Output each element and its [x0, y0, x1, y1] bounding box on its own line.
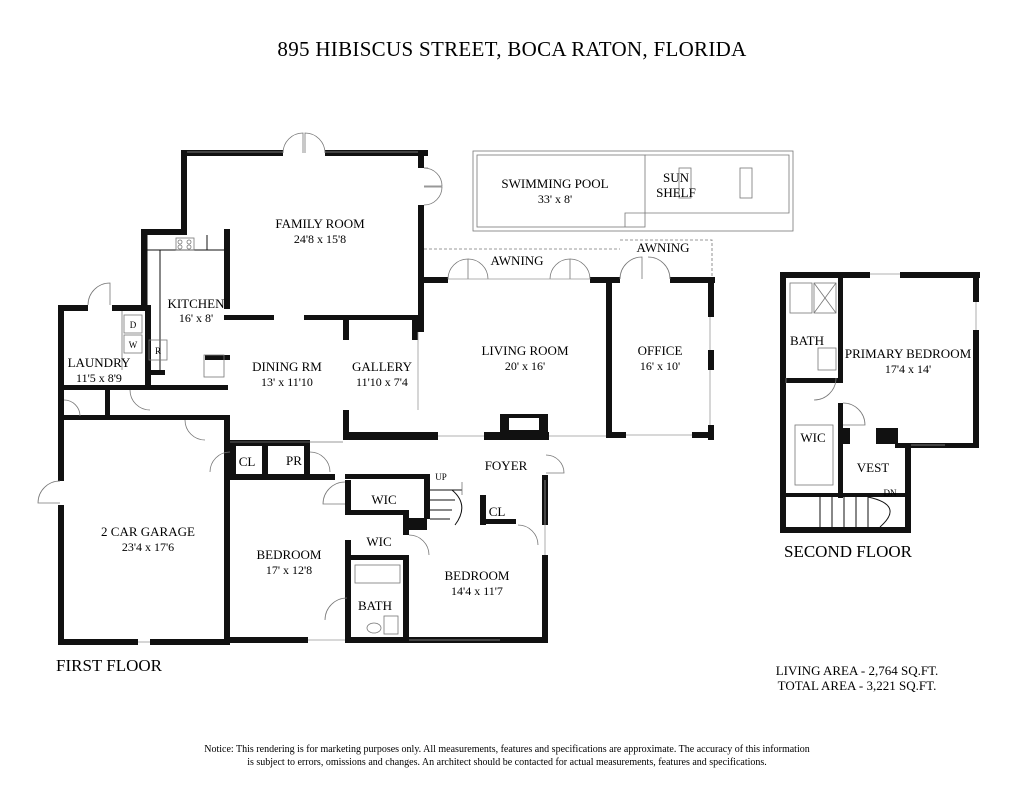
garage-dim: 23'4 x 17'6	[122, 540, 174, 554]
gallery-dim: 11'10 x 7'4	[356, 375, 408, 389]
awning-label-1: AWNING	[490, 253, 543, 268]
laundry-label: LAUNDRY	[68, 355, 131, 370]
second-floor-label: SECOND FLOOR	[784, 542, 913, 561]
office-dim: 16' x 10'	[640, 359, 680, 373]
wic-label-1: WIC	[371, 492, 396, 507]
kitchen-dim: 16' x 8'	[179, 311, 213, 325]
washer-label: W	[129, 340, 138, 350]
dining-label: DINING RM	[252, 359, 322, 374]
stairs-up-label: UP	[435, 472, 447, 482]
total-area-text: TOTAL AREA - 3,221 SQ.FT.	[778, 678, 937, 693]
first-floor-details	[37, 132, 794, 643]
bedroom-2-label: BEDROOM	[444, 568, 509, 583]
bath-2-label: BATH	[790, 333, 824, 348]
stairs-down-label: DN	[884, 488, 897, 498]
closet-label-2: CL	[489, 504, 506, 519]
pool-label: SWIMMING POOL	[501, 176, 608, 191]
family-room-dim: 24'8 x 15'8	[294, 232, 346, 246]
bedroom-2-dim: 14'4 x 11'7	[451, 584, 503, 598]
closet-label-1: CL	[239, 454, 256, 469]
laundry-dim: 11'5 x 8'9	[76, 371, 122, 385]
bath-1-label: BATH	[358, 598, 392, 613]
garage-label: 2 CAR GARAGE	[101, 524, 195, 539]
vestibule-label: VEST	[857, 460, 890, 475]
pool-dim: 33' x 8'	[538, 192, 572, 206]
awning-label-2: AWNING	[636, 240, 689, 255]
living-room-dim: 20' x 16'	[505, 359, 545, 373]
foyer-label: FOYER	[485, 458, 528, 473]
notice-line-1: Notice: This rendering is for marketing …	[204, 744, 809, 755]
bedroom-1-dim: 17' x 12'8	[266, 563, 312, 577]
notice-line-2: is subject to errors, omissions and chan…	[247, 757, 767, 768]
wic-label-3: WIC	[800, 430, 825, 445]
sun-shelf-label-1: SUN	[663, 170, 690, 185]
family-room-label: FAMILY ROOM	[275, 216, 365, 231]
refrigerator-label: R	[155, 346, 161, 356]
primary-bedroom-dim: 17'4 x 14'	[885, 362, 931, 376]
living-area-text: LIVING AREA - 2,764 SQ.FT.	[776, 663, 939, 678]
first-floor-label: FIRST FLOOR	[56, 656, 163, 675]
second-floor-details	[785, 273, 977, 528]
first-floor-walls	[58, 150, 715, 645]
kitchen-label: KITCHEN	[167, 296, 225, 311]
plan-title: 895 HIBISCUS STREET, BOCA RATON, FLORIDA	[277, 37, 747, 61]
sun-shelf-label-2: SHELF	[656, 185, 696, 200]
room-labels: FAMILY ROOM 24'8 x 15'8 SWIMMING POOL 33…	[68, 170, 972, 613]
dining-dim: 13' x 11'10	[261, 375, 313, 389]
dryer-label: D	[130, 320, 137, 330]
second-floor-walls	[780, 272, 980, 533]
living-room-label: LIVING ROOM	[481, 343, 568, 358]
powder-room-label: PR	[286, 453, 302, 468]
bedroom-1-label: BEDROOM	[256, 547, 321, 562]
primary-bedroom-label: PRIMARY BEDROOM	[845, 346, 972, 361]
office-label: OFFICE	[638, 343, 683, 358]
wic-label-2: WIC	[366, 534, 391, 549]
gallery-label: GALLERY	[352, 359, 413, 374]
pool-outline	[472, 150, 794, 232]
